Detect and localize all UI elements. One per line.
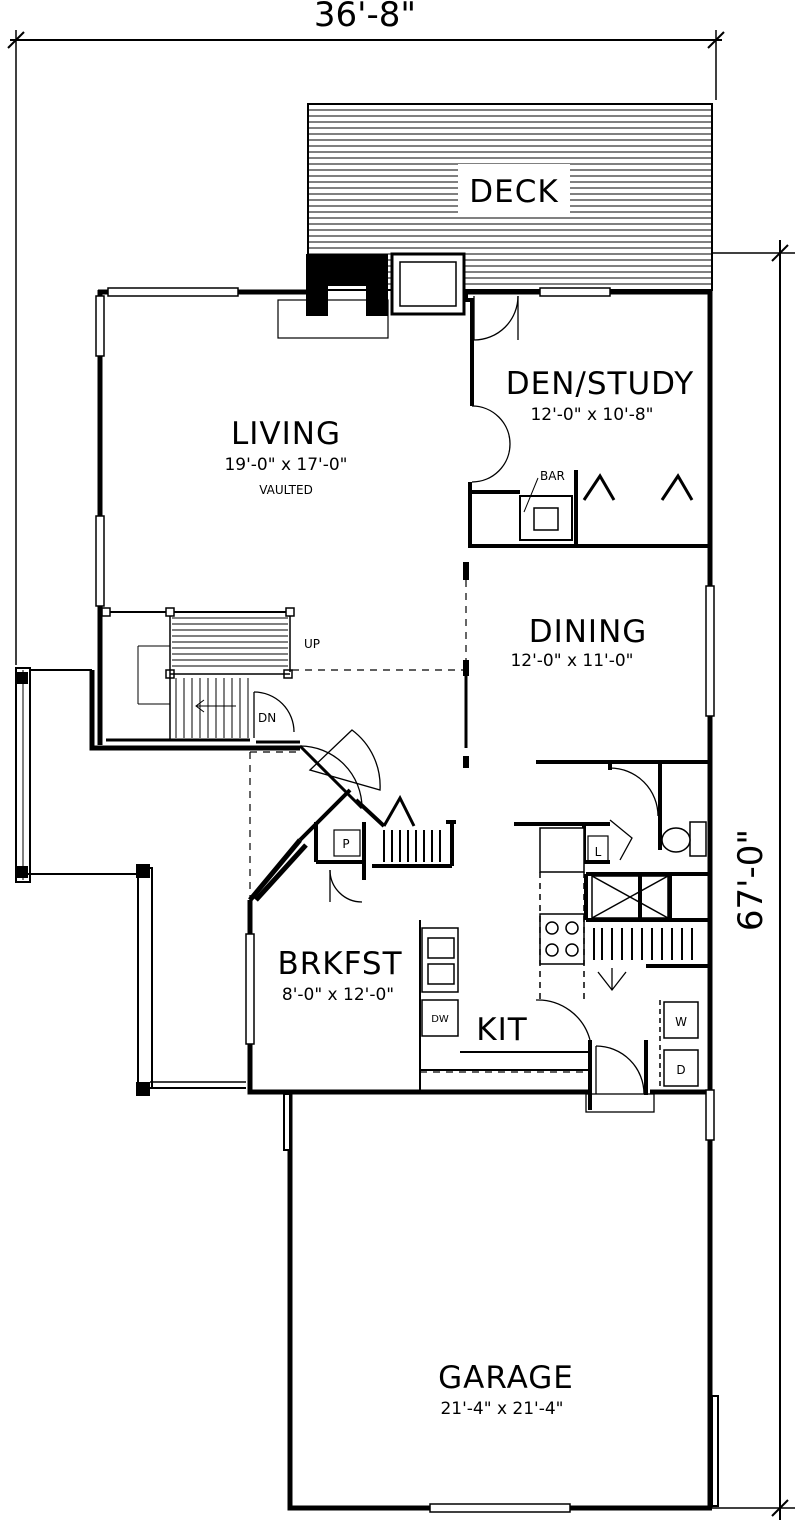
stair-down-label: DN [258, 711, 276, 725]
room-label-garage: GARAGE [438, 1360, 574, 1396]
closet-shelving [383, 830, 693, 960]
bar-label: BAR [540, 469, 565, 483]
stair [101, 607, 295, 740]
room-size-brkfst: 8'-0" x 12'-0" [282, 985, 394, 1005]
depth-dimension-label: 67'-0" [731, 829, 771, 931]
room-label-dining: DINING [529, 614, 648, 650]
room-size-den: 12'-0" x 10'-8" [530, 405, 653, 425]
dishwasher-label: DW [431, 1014, 449, 1025]
room-label-living: LIVING [231, 416, 341, 452]
stair-up-label: UP [304, 637, 320, 651]
room-size-living: 19'-0" x 17'-0" [224, 455, 347, 475]
room-label-kit: KIT [476, 1012, 527, 1048]
bifold-doors [382, 473, 694, 827]
deck [307, 103, 713, 291]
room-label-brkfst: BRKFST [277, 946, 402, 982]
toilet [661, 821, 707, 857]
room-size-dining: 12'-0" x 11'-0" [510, 651, 633, 671]
room-note-living: VAULTED [259, 483, 313, 497]
exterior-walls [89, 289, 713, 1511]
laundry-label: L [595, 845, 602, 859]
room-label-den: DEN/STUDY [506, 366, 695, 402]
interior-walls [106, 292, 712, 1110]
depth-dimension-line [712, 240, 795, 1520]
pantry-label: P [342, 837, 349, 851]
bar-leader [523, 477, 539, 513]
fireplace [277, 252, 466, 339]
washer-dryer [659, 1000, 699, 1090]
room-label-deck: DECK [469, 174, 558, 210]
pantry-box [333, 829, 361, 857]
width-dimension-line [7, 30, 725, 665]
width-dimension-label: 36'-8" [314, 0, 416, 35]
dryer-label: D [676, 1063, 685, 1077]
room-size-garage: 21'-4" x 21'-4" [440, 1399, 563, 1419]
mechanical-chase [591, 875, 669, 919]
front-porch [15, 667, 246, 1096]
washer-label: W [675, 1015, 687, 1029]
windows [95, 287, 715, 1513]
dashed-openings [249, 580, 590, 1073]
garage-wall-stubs [283, 1093, 719, 1507]
kitchen-fixtures [421, 827, 585, 1037]
door-swings [253, 295, 659, 1113]
laundry-box [587, 835, 609, 863]
